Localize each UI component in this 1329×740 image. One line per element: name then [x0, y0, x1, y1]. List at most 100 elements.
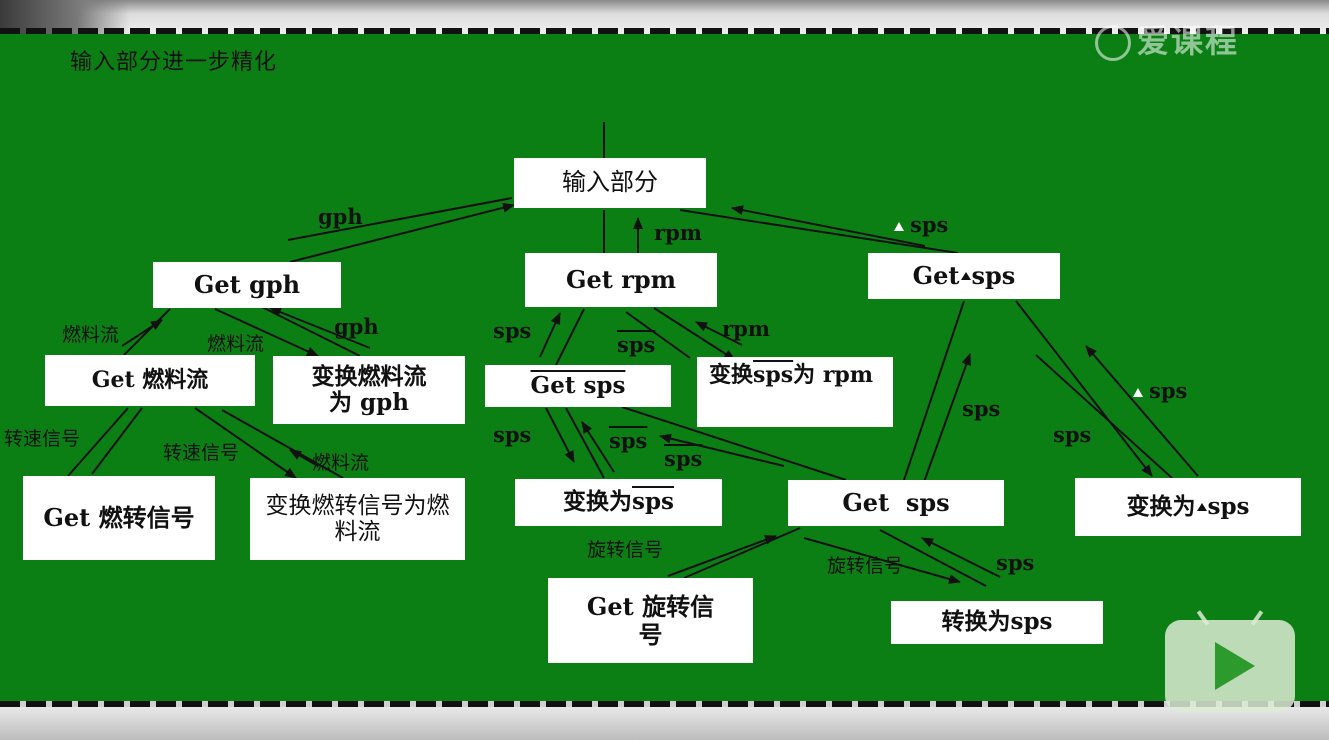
- flow-label: 旋转信号: [587, 539, 664, 561]
- slide-title: 输入部分进一步精化: [70, 50, 278, 75]
- node-label: 变换燃转信号为燃料流: [265, 492, 450, 545]
- connector: [679, 209, 959, 254]
- flow-label-text: sps: [1149, 378, 1188, 403]
- delta-icon: [960, 272, 971, 280]
- connector: [91, 407, 143, 475]
- connector: [221, 409, 344, 479]
- node-label: 变换为: [1126, 492, 1196, 520]
- top-dashed-border: [0, 28, 1329, 34]
- connector: [625, 311, 691, 359]
- node-get-gph: Get gph: [153, 262, 341, 308]
- delta-icon: [1133, 388, 1143, 397]
- flow-label: 转速信号: [163, 442, 240, 464]
- node-label: 变换: [709, 362, 754, 388]
- connector: [565, 407, 605, 479]
- connector: [287, 197, 513, 241]
- flow-label: rpm: [654, 220, 702, 245]
- connector: [581, 421, 615, 473]
- connector: [731, 205, 926, 247]
- connector: [659, 433, 785, 467]
- play-button[interactable]: [1165, 610, 1295, 712]
- connector: [653, 307, 736, 361]
- node-label: Get: [912, 261, 960, 291]
- flow-label: sps: [609, 428, 648, 453]
- flow-label: 旋转信号: [827, 555, 904, 577]
- node-label: Get gph: [193, 270, 301, 300]
- connector: [683, 527, 801, 579]
- connector: [667, 535, 777, 577]
- connector: [803, 537, 961, 584]
- play-icon: [1215, 642, 1255, 690]
- node-convert-fuel-rotation-signal: 变换燃转信号为燃料流: [250, 478, 465, 560]
- flow-label-delta: sps: [1133, 378, 1187, 403]
- bottom-banner: [0, 707, 1329, 740]
- node-get-rotation-signal: Get 旋转信号: [548, 578, 753, 663]
- watermark-text: 爱课程: [1137, 22, 1240, 60]
- flow-label: 燃料流: [62, 324, 120, 346]
- connector: [539, 312, 561, 358]
- connector: [1035, 354, 1173, 479]
- connector: [289, 202, 515, 263]
- node-convert-spsbar-to-rpm: 变换sps为 rpm: [697, 357, 893, 427]
- flow-label: sps: [617, 332, 656, 357]
- node-label: sps: [971, 261, 1016, 291]
- flow-label: 燃料流: [312, 452, 370, 474]
- flow-label: gph: [334, 314, 379, 339]
- connector: [879, 529, 987, 587]
- node-convert-fuel-to-gph: 变换燃料流为 gph: [273, 356, 465, 424]
- node-label: 变换燃料流为 gph: [311, 362, 427, 416]
- connector: [923, 353, 971, 483]
- node-label: Get 燃转信号: [43, 503, 195, 533]
- connector: [621, 406, 847, 481]
- watermark-icon: [1095, 25, 1131, 61]
- node-label: Get sps: [842, 488, 950, 518]
- watermark-logo: 爱课程: [1095, 16, 1239, 62]
- flow-label-text: sps: [910, 212, 949, 237]
- connector: [269, 307, 371, 349]
- connector: [194, 407, 297, 479]
- connector: [921, 537, 1001, 578]
- node-label: sps: [1207, 492, 1250, 520]
- connector: [121, 319, 163, 347]
- node-get-sps-bar: Get sps: [485, 365, 671, 407]
- node-label: sps: [632, 488, 674, 516]
- node-convert-to-delta-sps: 变换为 sps: [1075, 478, 1301, 536]
- delta-icon: [894, 222, 904, 231]
- connector: [67, 407, 129, 477]
- node-label: 变换为: [563, 488, 632, 516]
- flow-label: sps: [996, 550, 1035, 575]
- flow-label: sps: [962, 396, 1001, 421]
- flow-label: sps: [493, 422, 532, 447]
- node-get-rpm: Get rpm: [525, 253, 717, 307]
- flow-label: sps: [493, 318, 532, 343]
- flow-label: sps: [1053, 422, 1092, 447]
- bottom-dashed-border: [0, 701, 1329, 707]
- connector: [1015, 300, 1153, 477]
- node-label: 输入部分: [562, 168, 658, 197]
- connector: [695, 321, 743, 346]
- node-input-part: 输入部分: [514, 158, 706, 208]
- flow-label: 燃料流: [207, 333, 265, 355]
- connector: [123, 308, 171, 356]
- flow-label: rpm: [722, 316, 770, 341]
- node-get-sps: Get sps: [788, 480, 1004, 526]
- connector: [289, 449, 319, 467]
- connector: [545, 407, 575, 463]
- flow-label-delta: sps: [894, 212, 948, 237]
- flow-label: 转速信号: [4, 428, 81, 450]
- node-get-fuel-rotation-signal: Get 燃转信号: [23, 476, 215, 560]
- node-label: Get 燃料流: [91, 366, 209, 393]
- node-label: sps: [753, 362, 794, 388]
- connector: [903, 300, 965, 481]
- node-label: 转换为sps: [941, 608, 1053, 636]
- node-label: Get rpm: [565, 265, 677, 295]
- node-get-fuel-flow: Get 燃料流: [45, 355, 255, 406]
- node-label: Get sps: [530, 371, 626, 399]
- node-label: Get 旋转信号: [586, 591, 715, 649]
- connector: [555, 308, 585, 366]
- delta-icon: [1196, 503, 1207, 511]
- flow-label: gph: [318, 204, 363, 229]
